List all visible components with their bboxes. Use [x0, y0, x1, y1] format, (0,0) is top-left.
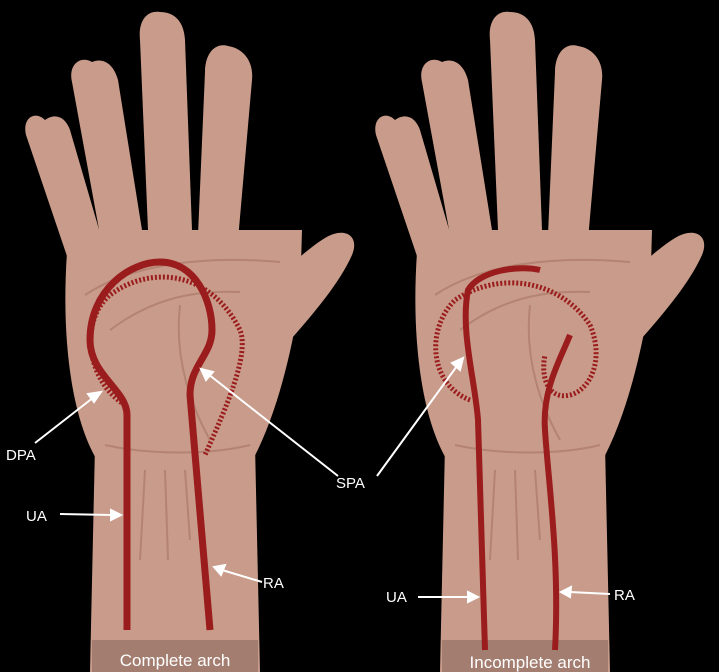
label-ua-left: UA [26, 508, 47, 525]
label-dpa: DPA [6, 447, 36, 464]
label-spa: SPA [336, 475, 365, 492]
label-ra-left: RA [263, 575, 284, 592]
caption-complete-arch: Complete arch [120, 651, 231, 670]
label-ra-right: RA [614, 587, 635, 604]
caption-incomplete-arch: Incomplete arch [470, 653, 591, 672]
label-ua-right: UA [386, 589, 407, 606]
